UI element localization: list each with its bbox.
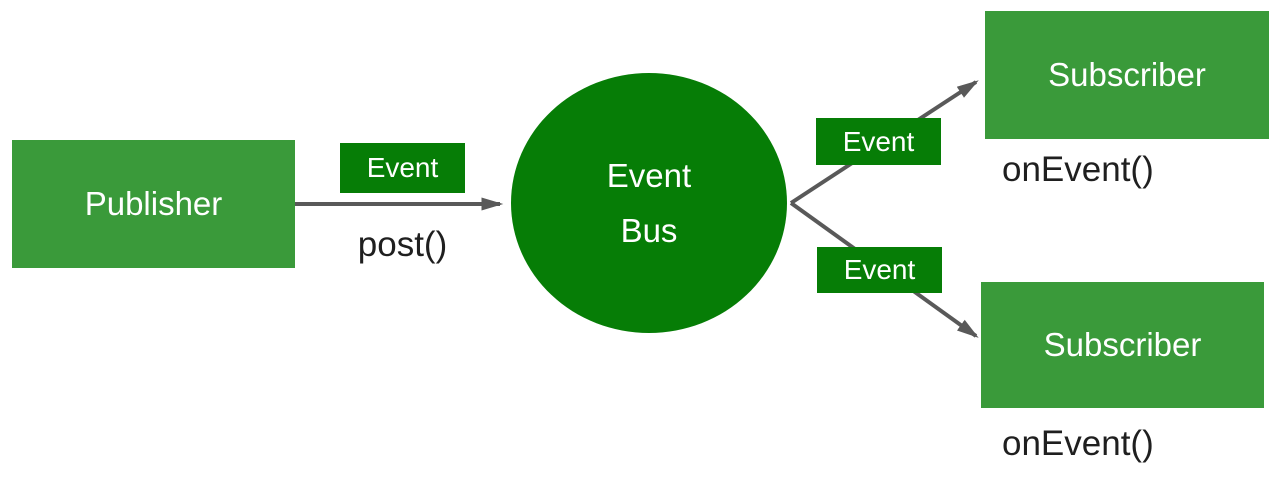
publisher-node: Publisher	[12, 140, 295, 268]
event-bus-label-line2: Bus	[620, 212, 678, 249]
publisher-label: Publisher	[84, 185, 223, 222]
onevent-method-label-bottom: onEvent()	[1002, 424, 1154, 463]
onevent-method-label-top: onEvent()	[1002, 150, 1154, 189]
event-chip-publish: Event	[340, 143, 465, 193]
event-bus-node: Event Bus	[511, 73, 787, 333]
event-chip-subscribe-bottom-label: Event	[843, 254, 916, 285]
event-chip-publish-label: Event	[366, 152, 439, 183]
event-chip-subscribe-top: Event	[816, 118, 941, 165]
subscriber-node-top: Subscriber	[985, 11, 1269, 139]
subscriber-bottom-label: Subscriber	[1043, 326, 1202, 363]
event-chip-subscribe-top-label: Event	[842, 125, 915, 157]
event-chip-subscribe-bottom: Event	[817, 247, 942, 293]
event-bus-label-line1: Event	[606, 157, 692, 194]
post-method-label: post()	[357, 225, 448, 264]
subscriber-top-label: Subscriber	[1048, 56, 1206, 93]
subscriber-node-bottom: Subscriber	[981, 282, 1264, 408]
